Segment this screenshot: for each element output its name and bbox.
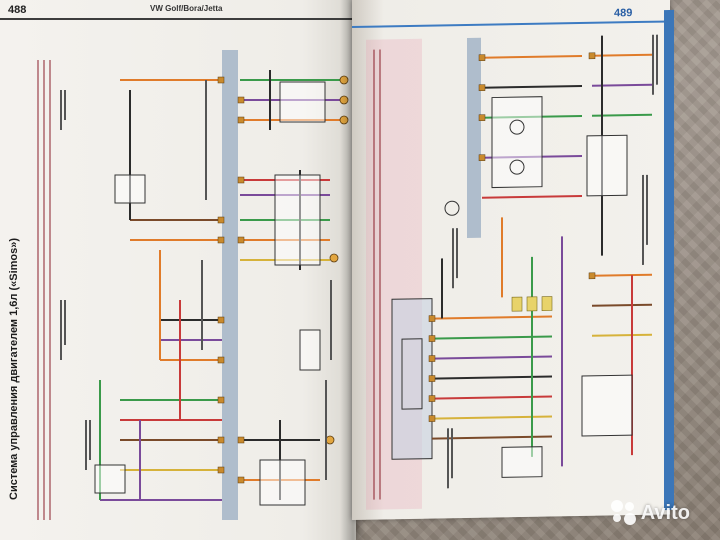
left-page: 488 VW Golf/Bora/Jetta Система управлени… — [0, 0, 356, 540]
manual-book: 488 VW Golf/Bora/Jetta Система управлени… — [0, 0, 674, 540]
right-page: 489 — [352, 0, 670, 521]
book-cover-edge — [664, 9, 674, 511]
avito-logo-icon — [610, 500, 637, 526]
avito-watermark: Avito — [610, 500, 690, 526]
running-head: VW Golf/Bora/Jetta — [150, 4, 223, 13]
cluster-bus — [467, 37, 481, 238]
left-wiring-diagram — [37, 50, 349, 520]
left-header-rule — [0, 18, 356, 20]
avito-brand-text: Avito — [640, 501, 690, 524]
relay-block — [391, 298, 433, 460]
right-wiring-diagram — [366, 34, 668, 510]
ground-bus — [222, 50, 238, 520]
left-page-number: 488 — [8, 4, 27, 16]
